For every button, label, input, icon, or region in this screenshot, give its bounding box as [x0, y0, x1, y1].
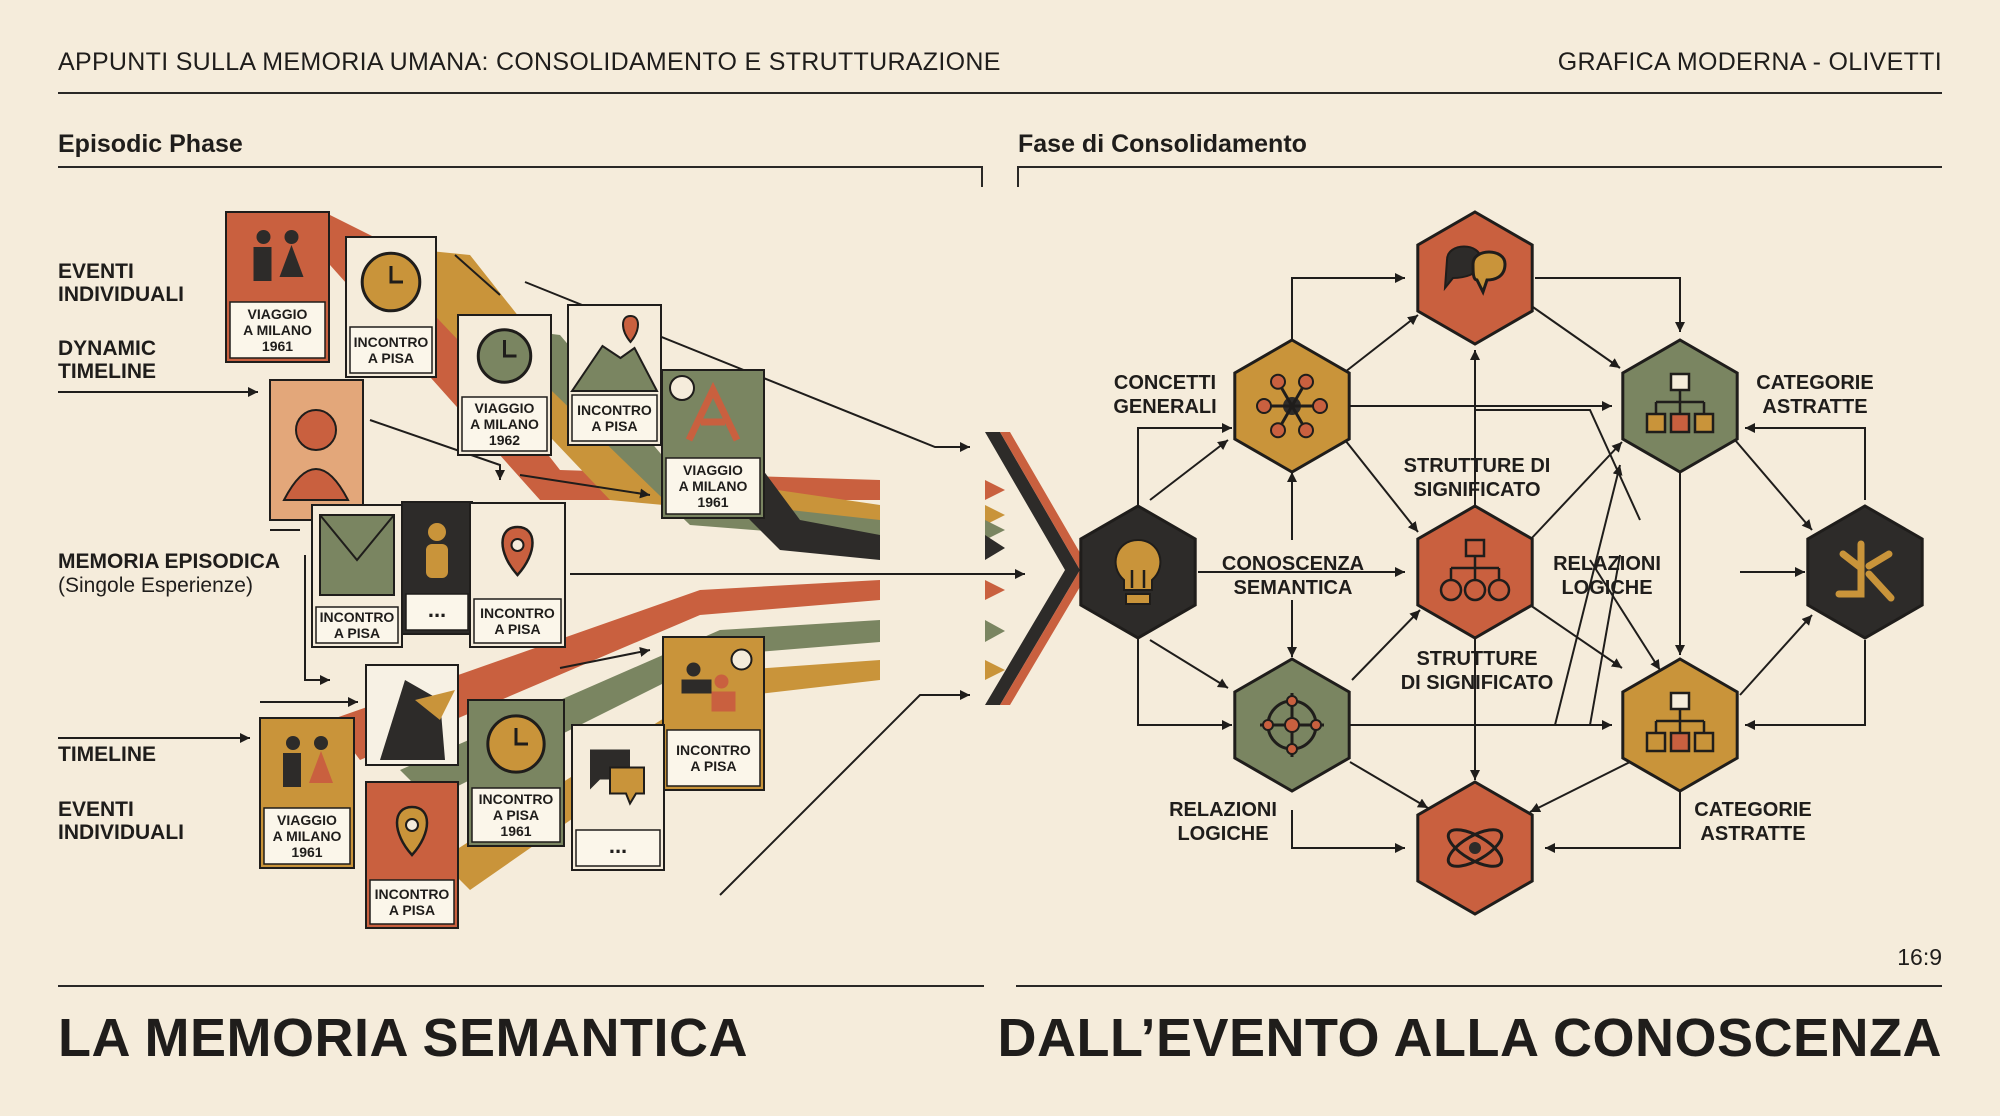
card-label: INCONTRO [577, 402, 652, 418]
section-title-episodic: Episodic Phase [58, 130, 243, 158]
label-dynamic-timeline: DYNAMIC TIMELINE [58, 337, 156, 383]
section-rules [58, 166, 1942, 187]
hierarchy-tree-icon [1416, 504, 1534, 640]
footer-title-right: DALL’EVENTO ALLA CONOSCENZA [997, 1008, 1942, 1068]
card-label: INCONTRO [480, 605, 555, 621]
card-label: INCONTRO [320, 609, 395, 625]
footer-title-left: LA MEMORIA SEMANTICA [58, 1008, 748, 1068]
label-categorie-bot-2: ASTRATTE [1700, 823, 1805, 845]
card-label: VIAGGIO [277, 812, 337, 828]
label-strutture-bot-2: DI SIGNIFICATO [1401, 672, 1554, 694]
card-label: 1962 [489, 432, 520, 448]
label-concetti-2: GENERALI [1113, 396, 1216, 418]
label-relazioni-mid-1: RELAZIONI [1553, 553, 1661, 575]
network-nodes-icon [1233, 338, 1351, 474]
card-label: 1961 [500, 823, 531, 839]
card-label: 1961 [262, 338, 293, 354]
knowledge-hexagons [1079, 210, 1924, 916]
card-label: 1961 [697, 494, 728, 510]
atom-icon [1416, 780, 1534, 916]
card-label: A PISA [493, 807, 539, 823]
label-categorie-bot-1: CATEGORIE [1694, 799, 1811, 821]
label-conoscenza-1: CONOSCENZA [1222, 553, 1364, 575]
label-timeline: TIMELINE [58, 743, 156, 766]
aspect-ratio-label: 16:9 [1897, 944, 1942, 970]
label-strutture-bot-1: STRUTTURE [1416, 648, 1537, 670]
event-card: ... [401, 501, 473, 635]
card-label: A PISA [334, 625, 380, 641]
crosshair-icon [1233, 657, 1351, 793]
label-concetti-1: CONCETTI [1114, 372, 1216, 394]
label-singole-esperienze: (Singole Esperienze) [58, 574, 253, 597]
card-label: ... [428, 597, 446, 622]
card-label: ... [609, 833, 627, 858]
card-label: A MILANO [470, 416, 539, 432]
card-label: A PISA [591, 418, 637, 434]
speech-bubbles-icon [1416, 210, 1534, 346]
card-label: VIAGGIO [248, 306, 308, 322]
label-strutture-top-1: STRUTTURE DI [1404, 455, 1551, 477]
label-memoria-episodica: MEMORIA EPISODICA [58, 550, 281, 573]
hierarchy-tree-icon [1621, 338, 1739, 474]
abstract-symbol-icon [1806, 504, 1924, 640]
network-labels: CONCETTI GENERALI CATEGORIE ASTRATTE STR… [1113, 372, 1873, 845]
lightbulb-icon [1079, 504, 1197, 640]
event-card: ... [571, 724, 665, 871]
label-eventi-individuali-top: EVENTI INDIVIDUALI [58, 260, 184, 306]
card-label: A PISA [690, 758, 736, 774]
header-rule [58, 92, 1942, 94]
network-connectors [1137, 273, 1866, 853]
label-categorie-top-2: ASTRATTE [1762, 396, 1867, 418]
card-label: A MILANO [273, 828, 342, 844]
card-label: VIAGGIO [683, 462, 743, 478]
card-label: A MILANO [679, 478, 748, 494]
card-label: A MILANO [243, 322, 312, 338]
convergence-chevron [985, 432, 1090, 705]
footer-rule-right [1016, 985, 1942, 987]
card-label: A PISA [368, 350, 414, 366]
label-conoscenza-2: SEMANTICA [1234, 577, 1353, 599]
label-eventi-individuali-bottom: EVENTI INDIVIDUALI [58, 798, 184, 844]
label-categorie-top-1: CATEGORIE [1756, 372, 1873, 394]
label-relazioni-mid-2: LOGICHE [1561, 577, 1652, 599]
label-relazioni-bot-1: RELAZIONI [1169, 799, 1277, 821]
card-label: INCONTRO [479, 791, 554, 807]
section-title-consolidation: Fase di Consolidamento [1018, 130, 1307, 158]
card-label: INCONTRO [676, 742, 751, 758]
document-title: APPUNTI SULLA MEMORIA UMANA: CONSOLIDAME… [58, 48, 1001, 76]
footer-rule-left [58, 985, 984, 987]
label-relazioni-bot-2: LOGICHE [1177, 823, 1268, 845]
card-label: A PISA [389, 902, 435, 918]
label-strutture-top-2: SIGNIFICATO [1413, 479, 1540, 501]
card-label: INCONTRO [375, 886, 450, 902]
card-label: INCONTRO [354, 334, 429, 350]
thin-arrows-left [58, 254, 1025, 896]
card-label: A PISA [494, 621, 540, 637]
card-label: 1961 [291, 844, 322, 860]
card-label: VIAGGIO [475, 400, 535, 416]
hierarchy-tree-icon [1621, 657, 1739, 793]
brand-label: GRAFICA MODERNA - OLIVETTI [1557, 48, 1942, 76]
